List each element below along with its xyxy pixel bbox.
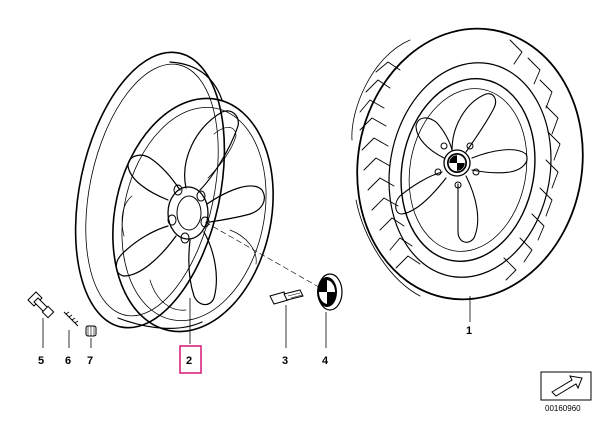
wheel-bolt-drawing[interactable]: [269, 289, 304, 305]
valve-stem-drawing[interactable]: [27, 291, 55, 319]
callout-1[interactable]: 1: [466, 325, 472, 337]
leader-lines: [42, 221, 471, 348]
callout-3[interactable]: 3: [282, 355, 288, 367]
callout-2[interactable]: 2: [186, 355, 192, 367]
callout-4[interactable]: 4: [322, 355, 329, 367]
valve-insert-drawing[interactable]: [63, 311, 79, 327]
callout-7[interactable]: 7: [87, 355, 93, 367]
wheel-center-emblem-icon: [447, 153, 467, 173]
hub-cap-drawing[interactable]: [317, 273, 343, 311]
wheel-tire-drawing[interactable]: [336, 11, 600, 318]
callout-5[interactable]: 5: [38, 355, 44, 367]
callout-2-highlight: [179, 345, 202, 374]
valve-cap-drawing[interactable]: [85, 325, 97, 337]
rim-drawing[interactable]: [52, 39, 293, 347]
callout-6[interactable]: 6: [65, 355, 71, 367]
navigation-arrow-icon: [540, 371, 592, 401]
reference-code: 00160960: [545, 404, 581, 413]
